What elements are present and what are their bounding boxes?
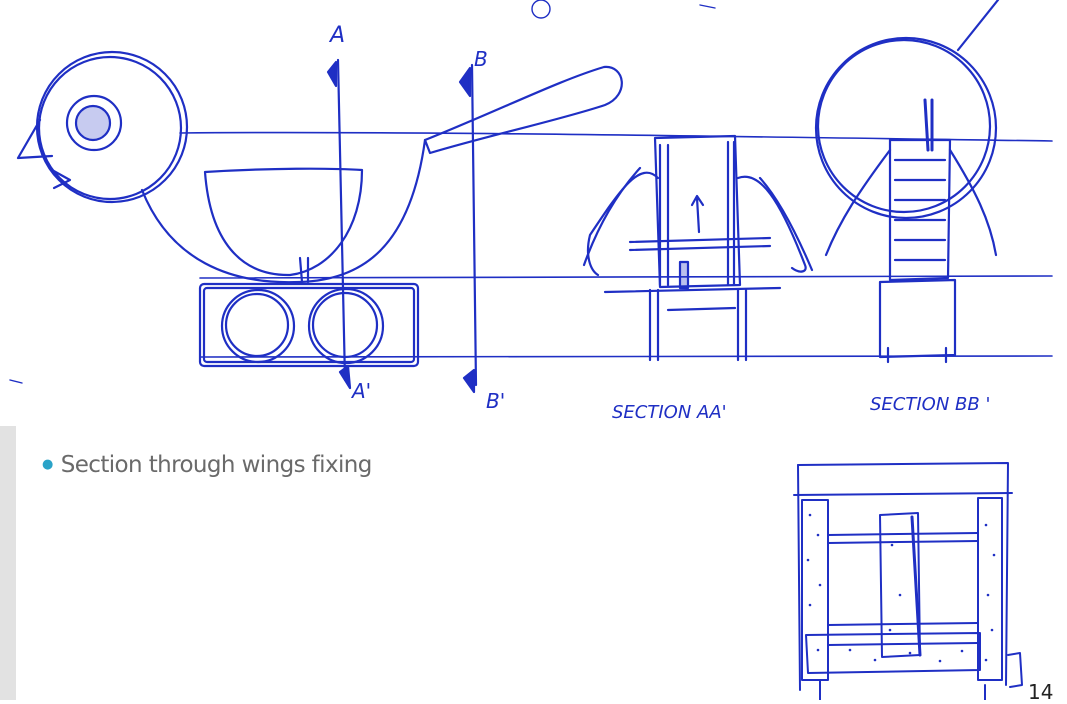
- wheel-base-sketch: [198, 282, 420, 368]
- section-bb-sketch: [814, 0, 1000, 364]
- section-aa-sketch: [582, 134, 814, 362]
- section-cut-bb: [458, 63, 478, 394]
- bird-head-sketch: [16, 50, 189, 204]
- cut-label-b: B: [474, 47, 488, 71]
- bullet-dot-icon: ●: [42, 457, 53, 472]
- section-aa-label: SECTION AA': [612, 402, 727, 423]
- cut-label-b-prime: B': [486, 389, 505, 413]
- bird-body-sketch: [140, 65, 623, 284]
- bullet-item: ● Section through wings fixing: [42, 452, 372, 478]
- slide-side-band: [0, 426, 16, 700]
- cut-label-a: A: [328, 23, 345, 48]
- page-number: 14: [1028, 680, 1054, 704]
- section-bb-label: SECTION BB ': [870, 394, 990, 415]
- cut-label-a-prime: A': [350, 379, 371, 403]
- hand-sketch-elevation-and-sections: A B A' B' SECTION AA' SECTION BB ': [9, 0, 1053, 423]
- section-cut-aa: [326, 58, 352, 390]
- wing-fixing-section-sketch: [793, 462, 1023, 700]
- bullet-text: Section through wings fixing: [60, 452, 373, 478]
